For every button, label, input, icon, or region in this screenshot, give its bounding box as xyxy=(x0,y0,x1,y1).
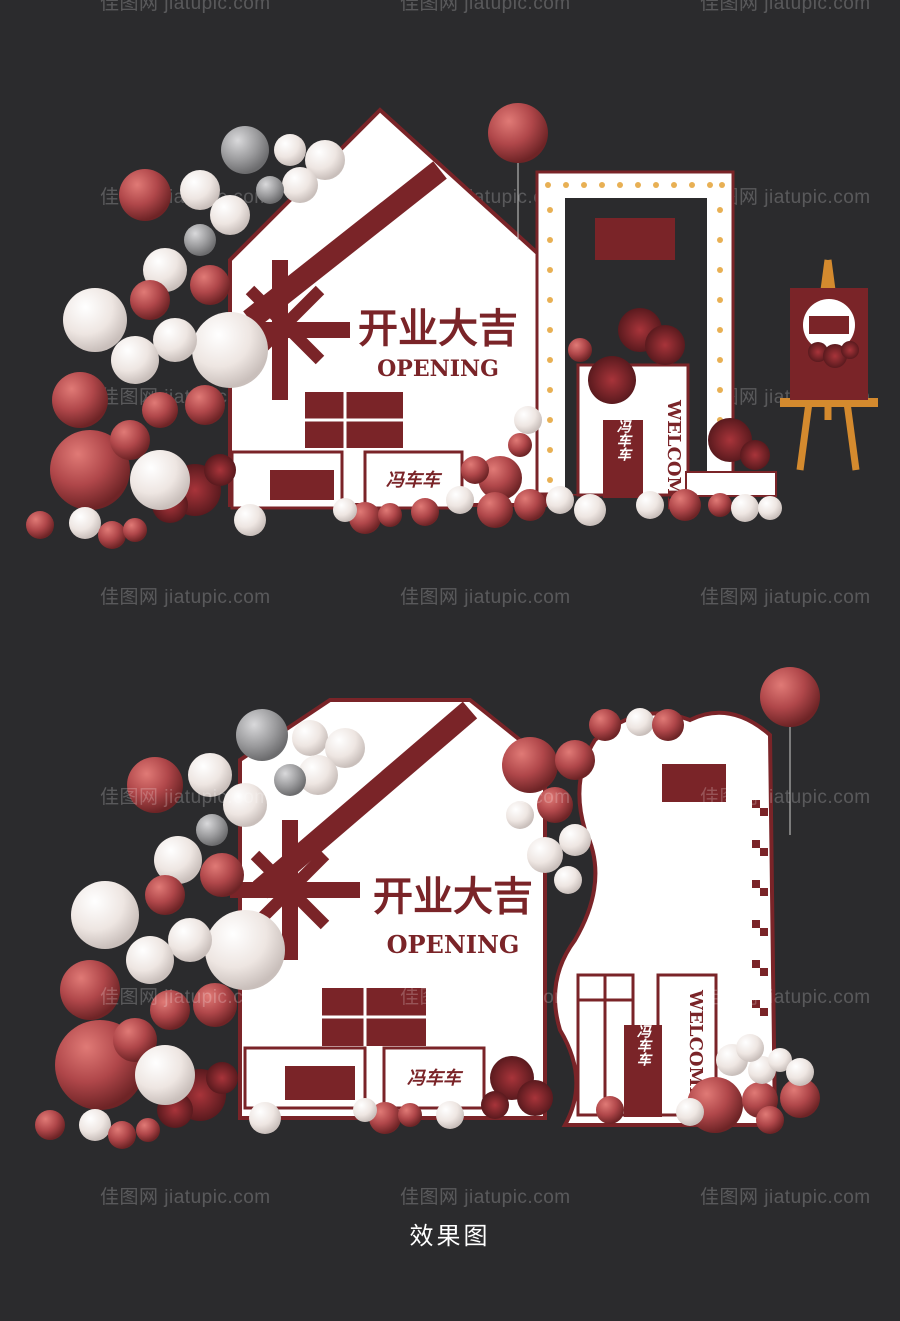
subline: OPENING xyxy=(387,930,520,959)
marquee-logo xyxy=(595,218,675,260)
watermark: 佳图网 jiatupic.com xyxy=(400,587,571,608)
floating-balloon xyxy=(488,103,548,163)
brand-box xyxy=(363,450,464,510)
watermark: 佳图网 jiatupic.com xyxy=(700,0,871,14)
watermark: 佳图网 jiatupic.com xyxy=(100,0,271,14)
brand-box-text: 冯车车 xyxy=(407,1068,464,1089)
watermark: 佳图网 jiatupic.com xyxy=(100,387,271,408)
subline: OPENING xyxy=(377,356,499,382)
pillar-text: 冯车车 xyxy=(615,419,631,461)
watermark: 佳图网 jiatupic.com xyxy=(700,987,871,1008)
balloon-cluster-mid xyxy=(333,338,782,534)
ledge xyxy=(685,471,777,497)
watermark: 佳图网 jiatupic.com xyxy=(400,0,571,14)
watermark: 佳图网 jiatupic.com xyxy=(400,1187,571,1208)
ribbon-bow xyxy=(250,850,330,930)
watermark: 佳图网 jiatupic.com xyxy=(700,787,871,808)
brand-pillar xyxy=(624,1025,662,1117)
balloon-arch-right xyxy=(502,708,684,894)
watermark: 佳图网 jiatupic.com xyxy=(400,987,571,1008)
watermark: 佳图网 jiatupic.com xyxy=(100,587,271,608)
watermark: 佳图网 jiatupic.com xyxy=(400,787,571,808)
balloon-garland-top xyxy=(26,126,345,549)
pillar-text: 冯车车 xyxy=(635,1024,651,1066)
watermark: 佳图网 jiatupic.com xyxy=(700,587,871,608)
caption: 效果图 xyxy=(409,1222,491,1250)
headline: 开业大吉 xyxy=(373,873,533,920)
easel xyxy=(780,259,878,471)
welcome-text: WELCOME xyxy=(663,399,684,510)
watermark: 佳图网 jiatupic.com xyxy=(700,1187,871,1208)
watermark: 佳图网 jiatupic.com xyxy=(100,787,271,808)
headline: 开业大吉 xyxy=(358,305,518,352)
brand-box-text: 冯车车 xyxy=(386,470,443,491)
panel-logo xyxy=(662,764,726,802)
watermark: 佳图网 jiatupic.com xyxy=(100,987,271,1008)
watermark: 佳图网 jiatupic.com xyxy=(100,1187,271,1208)
logo-plate xyxy=(285,1066,355,1100)
balloon-garland-bottom xyxy=(35,709,365,1149)
scene-bottom: 开业大吉 OPENING 冯车车 WELCOME 冯车车 xyxy=(35,667,820,1149)
brand-box xyxy=(382,1046,486,1110)
watermark: 佳图网 jiatupic.com xyxy=(700,187,871,208)
welcome-text: WELCOME xyxy=(685,989,706,1100)
floating-balloon xyxy=(760,667,820,727)
checker-strip xyxy=(752,800,768,1016)
logo-plate xyxy=(270,470,334,500)
scene-top: 开业大吉 OPENING 冯车车 WELCOME 冯车车 xyxy=(26,103,878,549)
brand-pillar xyxy=(603,420,643,498)
balloon-cluster-right xyxy=(353,1034,820,1134)
